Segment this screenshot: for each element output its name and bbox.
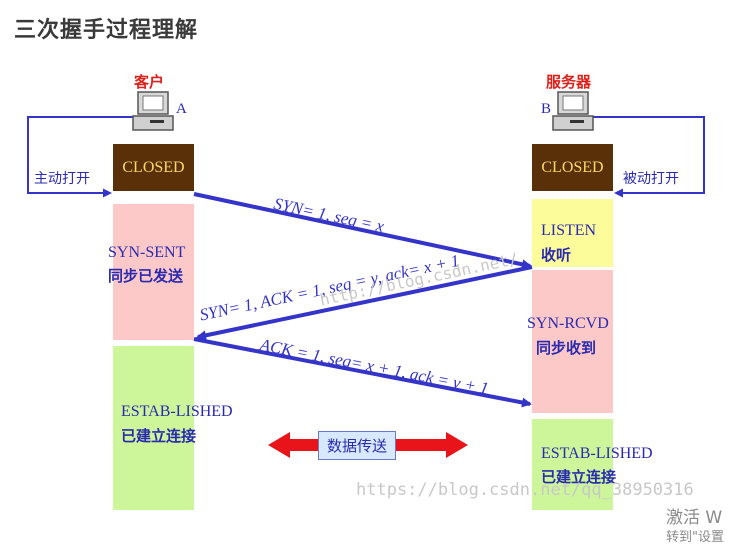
data-transfer-label: 数据传送: [318, 431, 397, 460]
client-computer-icon: [132, 91, 174, 131]
client-syn-sent-box: [113, 204, 194, 340]
server-listen-box: [532, 199, 613, 267]
server-computer-icon: [552, 91, 594, 131]
client-closed-label: CLOSED: [113, 144, 194, 191]
activation-subtitle: 转到"设置: [666, 530, 724, 545]
page-title: 三次握手过程理解: [14, 18, 199, 43]
client-established-cn: 已建立连接: [121, 427, 197, 445]
server-established-label: ESTAB-LISHED: [541, 445, 653, 462]
server-open-action: 被动打开: [623, 171, 679, 187]
server-letter: B: [541, 101, 552, 117]
server-established-box: [532, 419, 613, 510]
client-letter: A: [176, 101, 187, 117]
client-open-action: 主动打开: [34, 171, 90, 187]
server-listen-label: LISTEN: [541, 222, 597, 239]
syn-arrow: [193, 192, 532, 270]
client-established-box: [113, 346, 194, 510]
server-closed-label: CLOSED: [532, 144, 613, 191]
server-established-cn: 已建立连接: [541, 468, 617, 486]
syn-ack-arrow: [196, 265, 533, 341]
client-syn-sent-label: SYN-SENT: [108, 244, 186, 261]
ack-arrow: [193, 337, 532, 408]
server-syn-rcvd-label: SYN-RCVD: [527, 315, 609, 332]
watermark-bottom: https://blog.csdn.net/qq_38950316: [356, 480, 694, 500]
server-listen-cn: 收听: [541, 246, 572, 264]
server-syn-rcvd-box: [532, 270, 613, 413]
server-syn-rcvd-cn: 同步收到: [536, 339, 597, 357]
client-open-loop: [27, 116, 138, 198]
client-label: 客户: [134, 73, 165, 91]
client-syn-sent-cn: 同步已发送: [108, 267, 184, 285]
client-established-label: ESTAB-LISHED: [121, 403, 233, 420]
activation-title: 激活 W: [666, 508, 723, 528]
server-label: 服务器: [546, 73, 592, 91]
server-open-loop: [588, 116, 705, 198]
